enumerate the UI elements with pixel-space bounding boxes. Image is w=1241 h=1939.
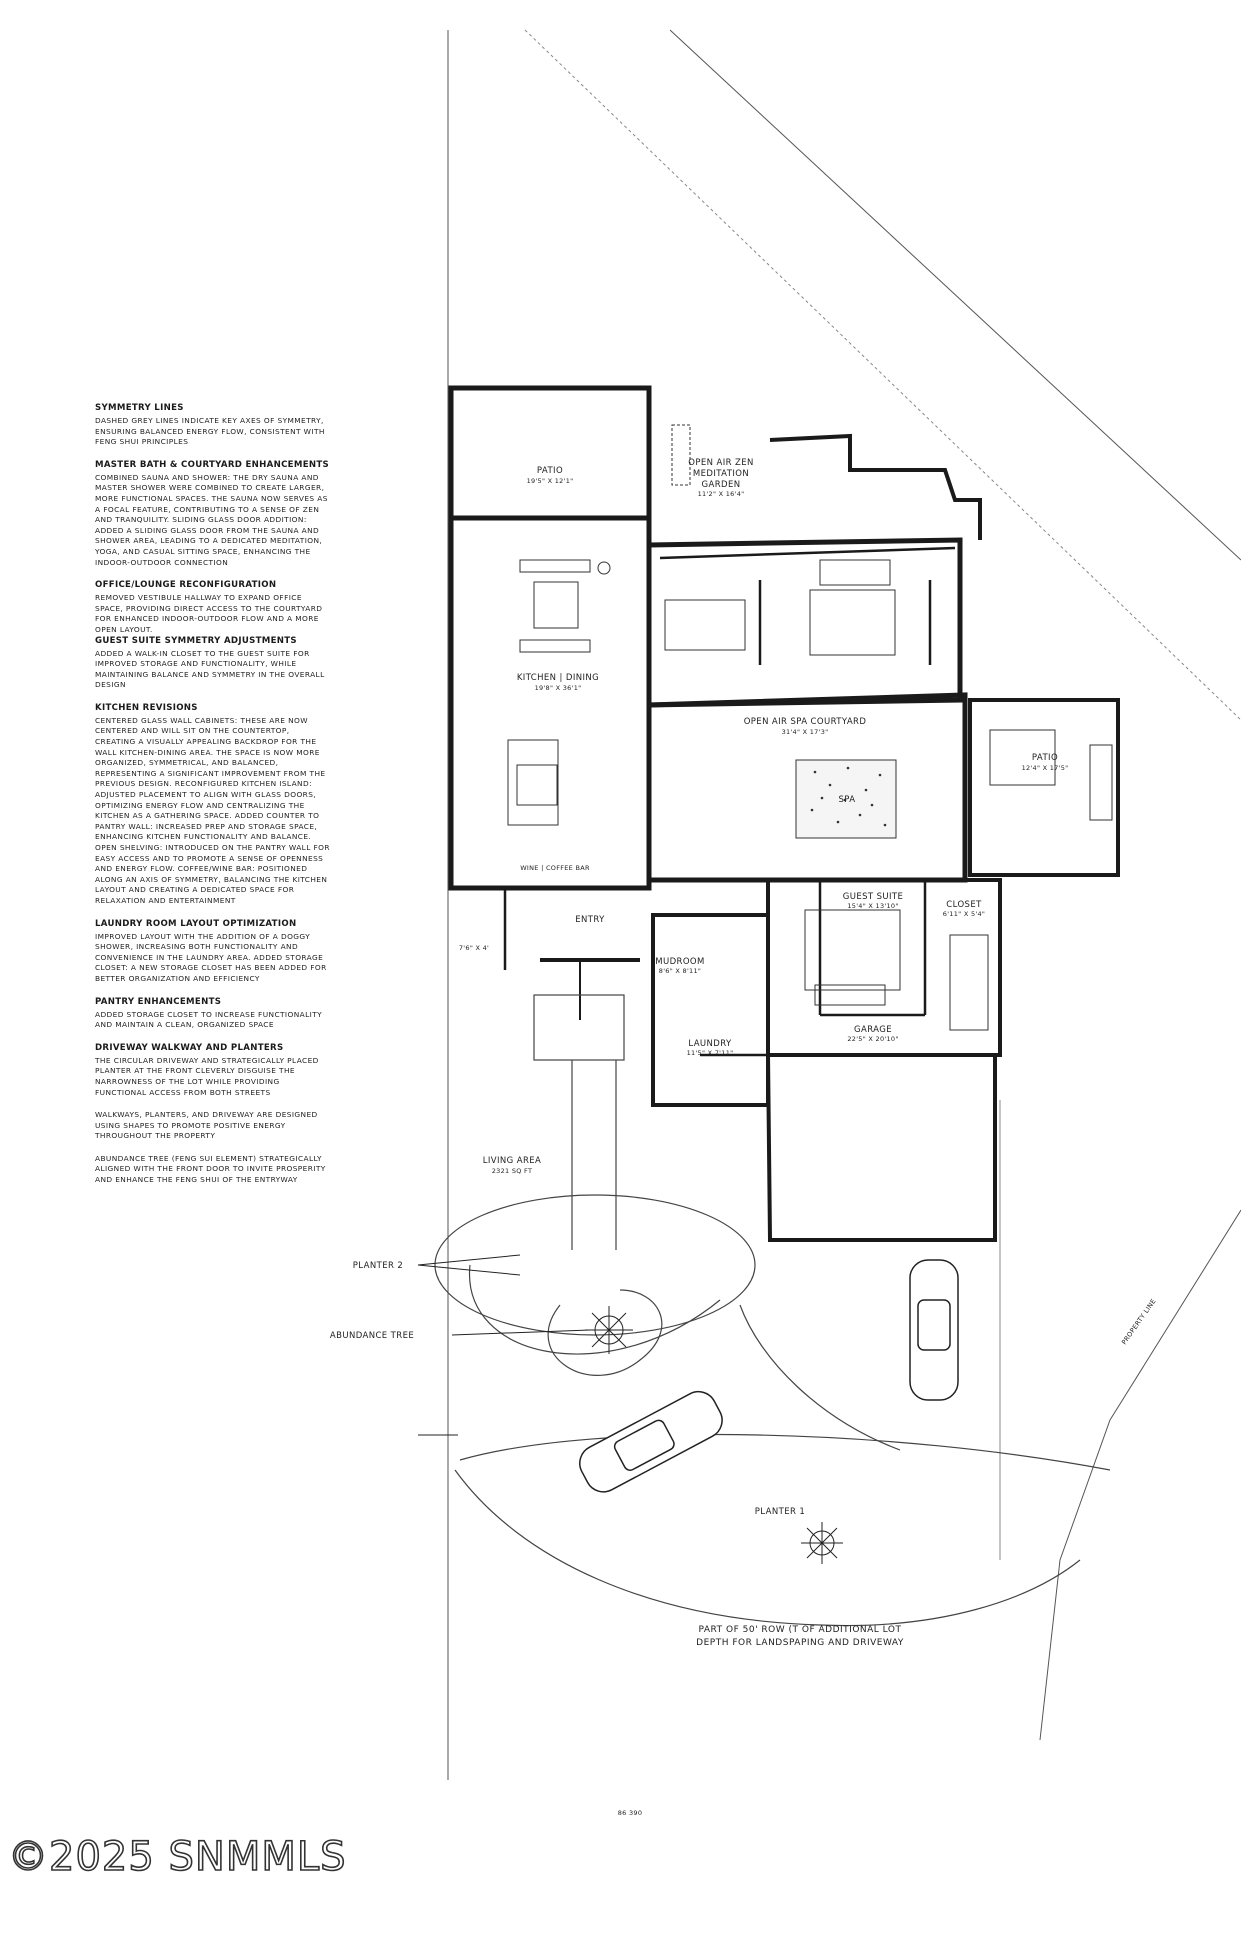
note-body: CENTERED GLASS WALL CABINETS: THESE ARE …: [95, 715, 330, 905]
room-dim-closet: 6'11" X 5'4": [943, 910, 985, 918]
room-dim-zen-garden: 11'2" X 16'4": [698, 490, 745, 498]
bottom-mark: 86 390: [618, 1809, 643, 1817]
room-name-entry: ENTRY: [575, 915, 605, 925]
site-lines: [447, 29, 1241, 1780]
note-body: REMOVED VESTIBULE HALLWAY TO EXPAND OFFI…: [95, 593, 323, 634]
room-name-zen-garden-1: OPEN AIR ZEN: [688, 458, 754, 468]
room-name-laundry: LAUNDRY: [688, 1039, 732, 1049]
note-pantry: PANTRY ENHANCEMENTS ADDED STORAGE CLOSET…: [95, 997, 330, 1031]
room-name-spa-courtyard: OPEN AIR SPA COURTYARD: [744, 717, 867, 727]
room-name-patio-right: PATIO: [1032, 753, 1058, 763]
room-dim-garage: 22'5" X 20'10": [847, 1035, 898, 1043]
note-laundry: LAUNDRY ROOM LAYOUT OPTIMIZATION IMPROVE…: [95, 919, 330, 985]
room-dim-laundry: 11'5" X 7'11": [687, 1049, 734, 1057]
note-title: DRIVEWAY WALKWAY AND PLANTERS: [95, 1042, 284, 1053]
note-body: ADDED A WALK-IN CLOSET TO THE GUEST SUIT…: [95, 648, 325, 690]
room-dim-spa-courtyard: 31'4" X 17'3": [782, 728, 829, 736]
car-icon: [579, 1390, 723, 1493]
note-body: THE CIRCULAR DRIVEWAY AND STRATEGICALLY …: [95, 1055, 319, 1097]
note-title: KITCHEN REVISIONS: [95, 702, 198, 713]
note-body: DASHED GREY LINES INDICATE KEY AXES OF S…: [95, 416, 325, 447]
room-name-coffee-bar: WINE | COFFEE BAR: [520, 864, 590, 872]
car-icon: [909, 1259, 959, 1401]
note-title: OFFICE/LOUNGE RECONFIGURATION: [95, 580, 277, 591]
landscape: [434, 994, 1111, 1627]
spa-texture: [810, 766, 887, 827]
note-body: WALKWAYS, PLANTERS, AND DRIVEWAY ARE DES…: [95, 1110, 318, 1141]
room-dim-patio-right: 12'4" X 17'5": [1022, 764, 1069, 772]
note-walkways: WALKWAYS, PLANTERS, AND DRIVEWAY ARE DES…: [95, 1110, 330, 1142]
note-master-bath: MASTER BATH & COURTYARD ENHANCEMENTS COM…: [95, 460, 330, 568]
room-name-mudroom: MUDROOM: [655, 957, 705, 967]
room-dim-mudroom: 8'6" X 8'11": [659, 967, 701, 975]
note-title: PANTRY ENHANCEMENTS: [95, 996, 222, 1007]
note-title: MASTER BATH & COURTYARD ENHANCEMENTS: [95, 459, 330, 470]
row-note-line-2: DEPTH FOR LANDSPAPING AND DRIVEWAY: [696, 1638, 904, 1648]
note-driveway: DRIVEWAY WALKWAY AND PLANTERS THE CIRCUL…: [95, 1043, 330, 1098]
note-body: IMPROVED LAYOUT WITH THE ADDITION OF A D…: [95, 931, 327, 983]
copyright-watermark: ©2025 SNMMLS: [7, 1833, 347, 1881]
note-symmetry-lines: SYMMETRY LINES DASHED GREY LINES INDICAT…: [95, 403, 330, 448]
note-body: ABUNDANCE TREE (FENG SUI ELEMENT) STRATE…: [95, 1153, 326, 1185]
property-line-label: PROPERTY LINE: [1120, 1297, 1158, 1346]
planter-2-label: PLANTER 2: [353, 1261, 403, 1271]
planter-tree-icon: [801, 1522, 843, 1564]
note-body: COMBINED SAUNA AND SHOWER: THE DRY SAUNA…: [95, 472, 328, 567]
room-name-kitchen: KITCHEN | DINING: [517, 673, 599, 683]
room-dim-kitchen: 19'8" X 36'1": [535, 684, 582, 692]
row-note-line-1: PART OF 50' ROW (T OF ADDITIONAL LOT: [699, 1625, 902, 1635]
living-area-label: LIVING AREA: [483, 1156, 542, 1166]
note-body: ADDED STORAGE CLOSET TO INCREASE FUNCTIO…: [95, 1009, 323, 1030]
note-guest-suite: GUEST SUITE SYMMETRY ADJUSTMENTS ADDED A…: [95, 636, 330, 691]
note-office-lounge: OFFICE/LOUNGE RECONFIGURATION REMOVED VE…: [95, 580, 330, 635]
room-dim-guest-suite: 15'4" X 13'10": [847, 902, 898, 910]
note-title: GUEST SUITE SYMMETRY ADJUSTMENTS: [95, 635, 297, 646]
planter-1-label: PLANTER 1: [755, 1507, 805, 1517]
note-kitchen: KITCHEN REVISIONS CENTERED GLASS WALL CA…: [95, 703, 330, 907]
room-name-closet: CLOSET: [946, 900, 982, 910]
room-name-spa: SPA: [839, 795, 856, 805]
note-abundance-tree: ABUNDANCE TREE (FENG SUI ELEMENT) STRATE…: [95, 1154, 330, 1186]
furniture: [507, 424, 1113, 1031]
room-name-zen-garden-2: MEDITATION: [693, 469, 749, 479]
note-title: SYMMETRY LINES: [95, 403, 184, 413]
abundance-tree-label: ABUNDANCE TREE: [330, 1331, 414, 1341]
living-area-value: 2321 SQ FT: [492, 1167, 533, 1175]
design-notes: SYMMETRY LINES DASHED GREY LINES INDICAT…: [95, 403, 330, 1198]
room-name-zen-garden-3: GARDEN: [702, 480, 741, 490]
room-name-guest-suite: GUEST SUITE: [843, 892, 904, 902]
abundance-tree-icon: [585, 1306, 633, 1354]
house-walls: [448, 385, 1120, 1242]
room-name-garage: GARAGE: [854, 1025, 892, 1035]
room-dim-patio: 19'5" X 12'1": [527, 477, 574, 485]
note-title: LAUNDRY ROOM LAYOUT OPTIMIZATION: [95, 918, 297, 929]
leader-lines: [417, 1254, 591, 1436]
room-name-patio: PATIO: [537, 466, 563, 476]
room-dim-pantry: 7'6" X 4': [459, 944, 489, 952]
interior-walls: [503, 546, 956, 1057]
